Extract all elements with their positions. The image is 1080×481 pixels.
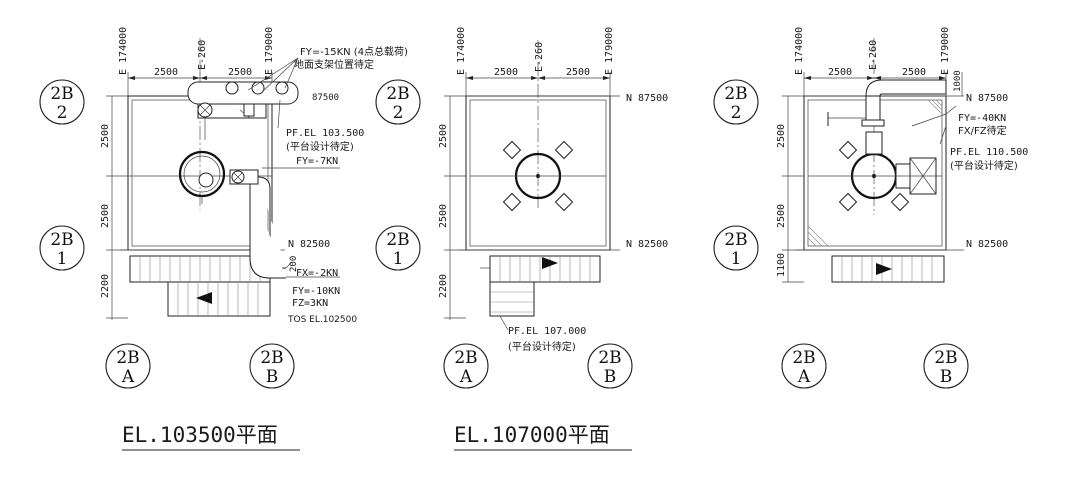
note-fz-3kn: FZ=3KN bbox=[292, 298, 328, 309]
dim-200: 200 bbox=[289, 256, 299, 272]
dim-2500-b: 2500 bbox=[228, 67, 252, 78]
label-n82500-3: N 82500 bbox=[966, 239, 1008, 250]
plan-el-103500: E 174000 E-260 E 179000 2500 2500 2500 2… bbox=[39, 27, 408, 451]
dim-2500-e: 2500 bbox=[828, 67, 852, 78]
label-e260: E-260 bbox=[197, 40, 208, 70]
label-e174000-2: E 174000 bbox=[456, 27, 467, 75]
svg-text:2B: 2B bbox=[792, 348, 815, 368]
note-fy-40kn: FY=-40KN bbox=[958, 113, 1006, 124]
note-fy-10kn: FY=-10KN bbox=[292, 286, 340, 297]
svg-text:B: B bbox=[266, 367, 279, 387]
svg-text:2B: 2B bbox=[724, 230, 747, 250]
svg-text:2: 2 bbox=[731, 103, 742, 123]
bubble-2b-1-right: 2B 1 bbox=[713, 225, 759, 271]
bubble-2b-2-left: 2B 2 bbox=[39, 79, 85, 125]
bubble-2b-2-right: 2B 2 bbox=[713, 79, 759, 125]
note-fx-fz-tbd: FX/FZ待定 bbox=[958, 124, 1007, 137]
label-n82500: N 82500 bbox=[288, 239, 330, 250]
label-n87500-partial: 87500 bbox=[312, 93, 339, 103]
svg-text:A: A bbox=[459, 367, 473, 387]
label-e179000-2: E 179000 bbox=[604, 27, 615, 75]
label-e179000-3: E 179000 bbox=[940, 27, 951, 75]
svg-text:2B: 2B bbox=[454, 348, 477, 368]
dim-2500-v3: 2500 bbox=[438, 124, 449, 148]
bubble-2b-b-3: 2B B bbox=[923, 343, 969, 389]
label-e179000: E 179000 bbox=[264, 27, 275, 75]
svg-text:2B: 2B bbox=[934, 348, 957, 368]
note-platform-tbd-1: (平台设计待定) bbox=[286, 140, 354, 153]
dim-2500-d: 2500 bbox=[566, 67, 590, 78]
note-fx-2kn: FX=-2KN bbox=[296, 268, 338, 279]
note-fy-7kn: FY=-7KN bbox=[296, 156, 338, 167]
dim-2500-v2: 2500 bbox=[100, 204, 111, 228]
dim-2500-v5: 2500 bbox=[776, 124, 787, 148]
svg-text:2B: 2B bbox=[386, 84, 409, 104]
svg-text:2B: 2B bbox=[50, 84, 73, 104]
dim-2500-v4: 2500 bbox=[438, 204, 449, 228]
dim-2500-a: 2500 bbox=[154, 67, 178, 78]
label-n87500-2: N 87500 bbox=[626, 93, 668, 104]
bubble-2b-a-1: 2B A bbox=[105, 343, 151, 389]
label-e260-2: E-260 bbox=[534, 42, 545, 72]
svg-text:2B: 2B bbox=[50, 230, 73, 250]
note-pf-el-103500: PF.EL 103.500 bbox=[286, 128, 364, 139]
bubble-2b-1-mid: 2B 1 bbox=[375, 225, 421, 271]
note-pf-el-107000: PF.EL 107.000 bbox=[508, 326, 586, 337]
svg-text:2: 2 bbox=[393, 103, 404, 123]
svg-text:A: A bbox=[797, 367, 811, 387]
dim-2200-v: 2200 bbox=[100, 274, 111, 298]
label-e174000: E 174000 bbox=[118, 27, 129, 75]
bubble-2b-2-mid: 2B 2 bbox=[375, 79, 421, 125]
plan-el-110500: E 174000 E-260 E 179000 2500 2500 2500 2… bbox=[713, 27, 1028, 389]
label-e174000-3: E 174000 bbox=[794, 27, 805, 75]
svg-text:B: B bbox=[940, 367, 953, 387]
svg-text:1: 1 bbox=[731, 249, 742, 269]
note-ground-support: 地面支架位置待定 bbox=[294, 58, 374, 71]
svg-text:A: A bbox=[121, 367, 135, 387]
note-tos-el: TOS EL.102500 bbox=[287, 315, 357, 325]
note-platform-tbd-2: (平台设计待定) bbox=[508, 340, 576, 353]
svg-text:2B: 2B bbox=[386, 230, 409, 250]
dim-1000: 1000 bbox=[953, 70, 963, 92]
bubble-2b-a-2: 2B A bbox=[443, 343, 489, 389]
bubble-2b-1-left: 2B 1 bbox=[39, 225, 85, 271]
svg-text:2B: 2B bbox=[724, 84, 747, 104]
dim-2500-v1: 2500 bbox=[100, 124, 111, 148]
svg-text:2B: 2B bbox=[598, 348, 621, 368]
svg-text:2B: 2B bbox=[116, 348, 139, 368]
note-fy-15kn: FY=-15KN (4点总载荷) bbox=[300, 45, 408, 58]
dim-2500-c: 2500 bbox=[494, 67, 518, 78]
note-pf-el-110500: PF.EL 110.500 bbox=[950, 147, 1028, 158]
svg-text:1: 1 bbox=[57, 249, 68, 269]
svg-text:B: B bbox=[604, 367, 617, 387]
label-e260-3: E-260 bbox=[868, 40, 879, 70]
bubble-2b-a-3: 2B A bbox=[781, 343, 827, 389]
dim-2500-v6: 2500 bbox=[776, 204, 787, 228]
bubble-2b-b-1: 2B B bbox=[249, 343, 295, 389]
svg-text:2B: 2B bbox=[260, 348, 283, 368]
label-n87500-3: N 87500 bbox=[966, 93, 1008, 104]
plan-title-107000: EL.107000平面 bbox=[454, 423, 610, 447]
svg-text:2: 2 bbox=[57, 103, 68, 123]
dim-1100-v: 1100 bbox=[776, 253, 787, 277]
svg-text:1: 1 bbox=[393, 249, 404, 269]
note-platform-tbd-3: (平台设计待定) bbox=[950, 159, 1018, 172]
label-n82500-2: N 82500 bbox=[626, 239, 668, 250]
plan-el-107000: E 174000 E-260 E 179000 2500 2500 2500 2… bbox=[375, 27, 668, 451]
bubble-2b-b-2: 2B B bbox=[587, 343, 633, 389]
dim-2200-v2: 2200 bbox=[438, 274, 449, 298]
plan-title-103500: EL.103500平面 bbox=[122, 423, 278, 447]
dim-2500-f: 2500 bbox=[902, 67, 926, 78]
